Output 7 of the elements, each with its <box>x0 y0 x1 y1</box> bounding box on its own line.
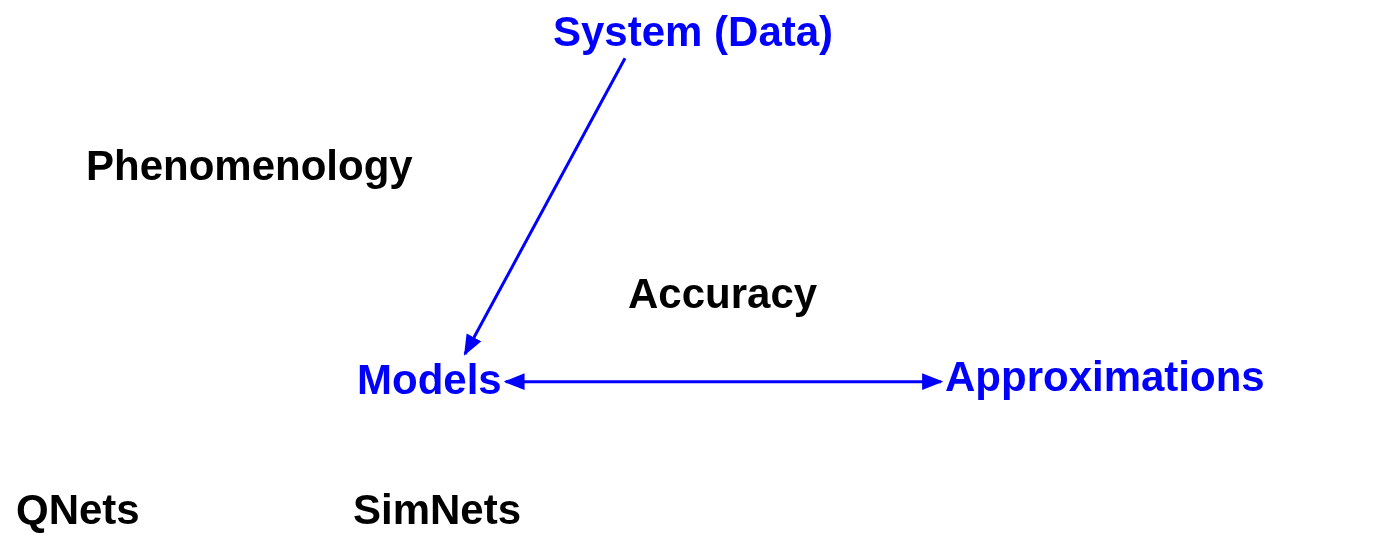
arrow <box>463 57 627 356</box>
node-label: Models <box>357 356 502 405</box>
node-label: System (Data) <box>553 8 834 57</box>
text-label: QNets <box>16 486 140 535</box>
text-label: SimNets <box>353 486 522 535</box>
node-label: Approximations <box>945 353 1265 402</box>
arrow <box>503 373 944 391</box>
